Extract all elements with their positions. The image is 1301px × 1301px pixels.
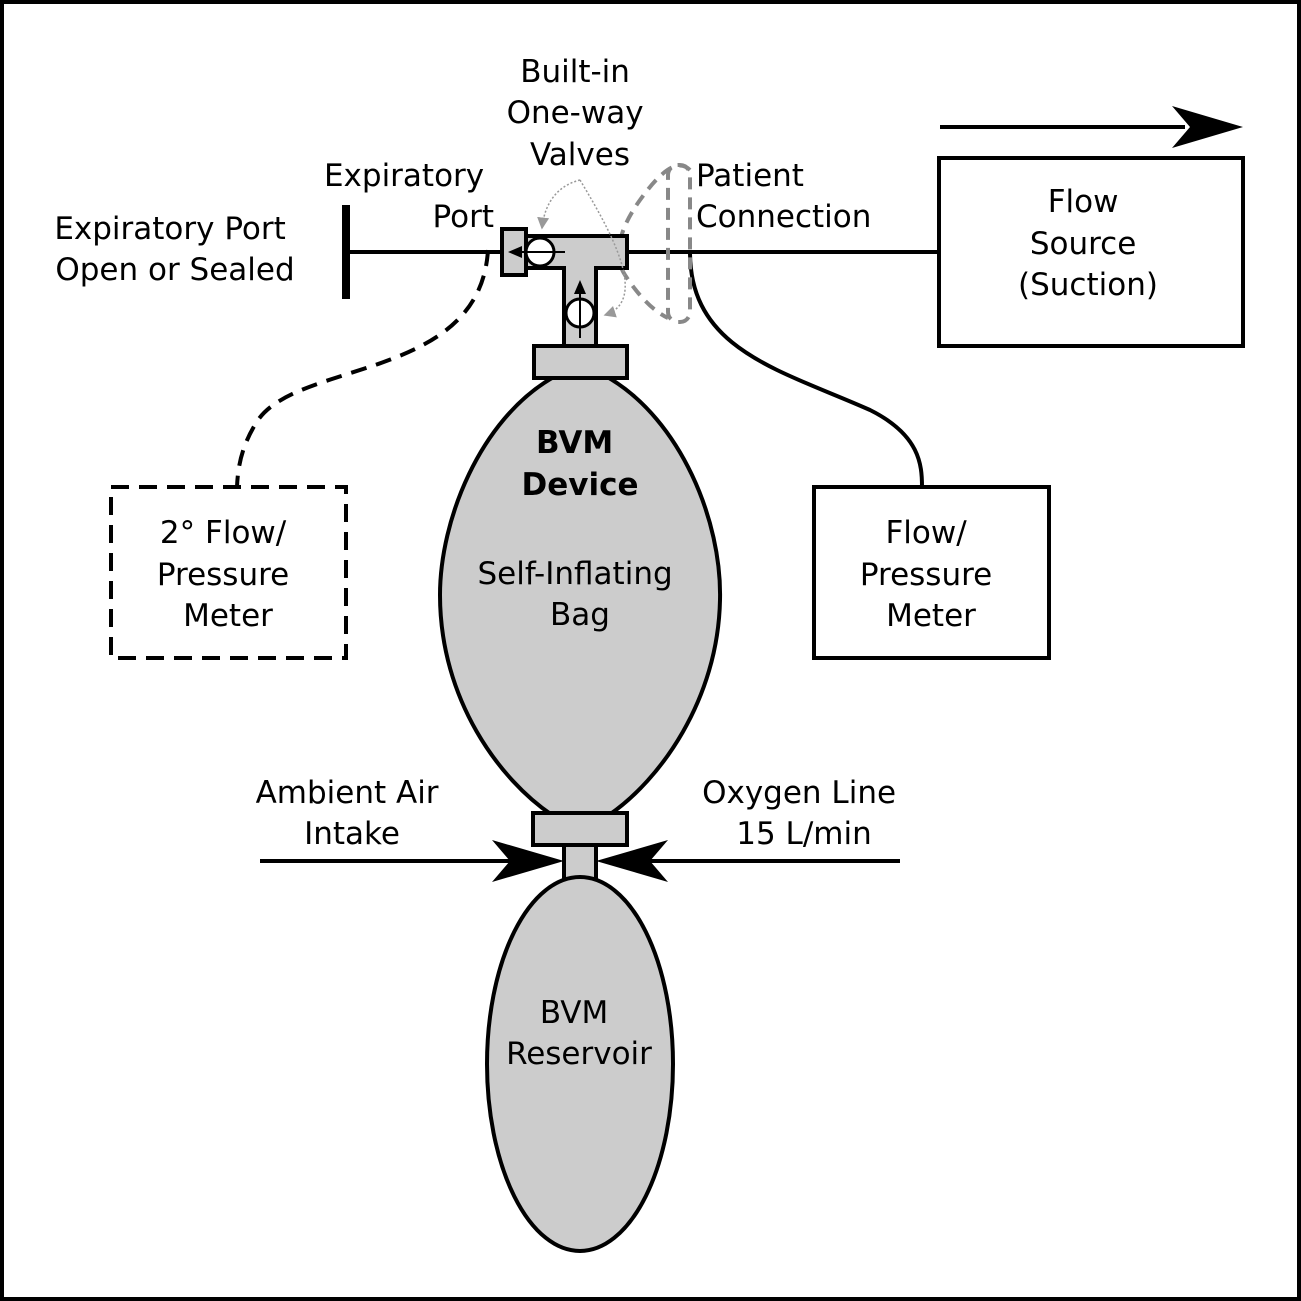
expiratory-port-label: Expiratory Port — [324, 158, 494, 235]
secondary-meter-box — [109, 485, 348, 660]
inspiratory-valve-icon — [564, 280, 596, 338]
bag-bottom-collar — [531, 811, 629, 847]
bag-top-collar — [532, 344, 629, 380]
patient-connection-label: Patient Connection — [696, 158, 871, 235]
oxygen-line-arrow — [596, 840, 900, 882]
flow-pressure-meter-label: Flow/ Pressure Meter — [860, 515, 1002, 634]
builtin-valves-label: Built-in One-way Valves — [507, 54, 654, 173]
secondary-meter-label: 2° Flow/ Pressure Meter — [157, 515, 299, 634]
secondary-meter-dashed-hose — [235, 249, 490, 488]
reservoir-neck — [562, 843, 598, 881]
bvm-reservoir-label: BVM Reservoir — [506, 995, 652, 1072]
valve-label-leaders — [537, 179, 626, 318]
ambient-air-intake-label: Ambient Air Intake — [256, 775, 449, 852]
self-inflating-bag-label: Self-Inflating Bag — [477, 556, 682, 633]
flow-direction-arrow — [940, 106, 1243, 148]
oxygen-line-label: Oxygen Line 15 L/min — [702, 775, 906, 852]
flow-source-box — [937, 156, 1245, 348]
expiratory-valve-icon — [508, 236, 565, 268]
flow-pressure-meter-box — [812, 485, 1051, 660]
bvm-reservoir — [485, 875, 675, 1253]
ambient-air-arrow — [260, 840, 564, 882]
flow-source-label: Flow Source (Suction) — [1018, 184, 1158, 303]
expiratory-port-open-sealed-label: Expiratory Port Open or Sealed — [54, 211, 295, 288]
meter-hose — [688, 251, 924, 488]
bvm-device-label: BVM Device — [522, 425, 639, 503]
